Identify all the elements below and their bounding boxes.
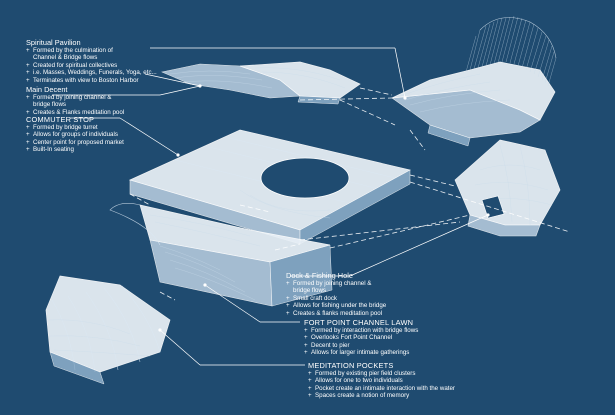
bullet: +Pocket create an intimate interaction w… [308,385,455,392]
bullet: +Allows for groups of individuals [26,131,124,138]
callout-title: Main Decent [26,85,124,94]
bullet: +Formed by interaction with bridge flows [304,327,418,334]
callout-title: Dock & Fishing Hole [286,271,386,280]
bullet-list: +Formed by the culmination of Channel & … [26,47,157,84]
callout-fort-point-lawn: FORT POINT CHANNEL LAWN +Formed by inter… [304,318,418,357]
bullet: +Formed by existing pier field clusters [308,370,455,377]
bullet: +Spaces create a notion of memory [308,392,455,399]
bullet-list: +Formed by interaction with bridge flows… [304,327,418,357]
dock-fishing-hole-model [455,140,560,236]
bullet: +Overlooks Fort Point Channel [304,334,418,341]
bullet: +Allows for one to two individuals [308,377,455,384]
bullet: bridge flows [26,101,124,108]
bullet-list: +Formed by bridge turret +Allows for gro… [26,124,124,154]
bullet: +Created for spiritual collectives [26,62,157,69]
bullet: +Formed by joining channel & [26,94,124,101]
callout-spiritual-pavilion: Spiritual Pavilion +Formed by the culmin… [26,38,157,84]
bullet-list: +Formed by joining channel & bridge flow… [26,94,124,116]
bullet: +i.e. Masses, Weddings, Funerals, Yoga, … [26,69,157,76]
callout-meditation-pockets: MEDITATION POCKETS +Formed by existing p… [308,361,455,400]
bullet-list: +Formed by joining channel & bridge flow… [286,280,386,317]
callout-title: MEDITATION POCKETS [308,361,455,370]
bullet: +Formed by joining channel & [286,280,386,287]
bullet: +Formed by bridge turret [26,124,124,131]
bullet-list: +Formed by existing pier field clusters … [308,370,455,400]
bullet: +Allows for larger intimate gatherings [304,349,418,356]
spiritual-pavilion-model [392,16,556,146]
bullet: +Creates & flanks meditation pool [286,310,386,317]
bullet: Channel & Bridge flows [26,54,157,61]
main-decent-model [162,62,360,104]
callout-title: COMMUTER STOP [26,115,124,124]
bullet: +Built-In seating [26,146,124,153]
bullet: +Terminates with view to Boston Harbor [26,77,157,84]
bullet: +Center point for proposed market [26,139,124,146]
callout-main-decent: Main Decent +Formed by joining channel &… [26,85,124,116]
bullet: +Formed by the culmination of [26,47,157,54]
bullet: +Allows for fishing under the bridge [286,302,386,309]
bullet: bridge flows [286,287,386,294]
callout-title: Spiritual Pavilion [26,38,157,47]
bullet: +Decent to pier [304,342,418,349]
meditation-pockets-model [46,276,170,384]
bullet: +Small craft dock [286,295,386,302]
callout-dock-fishing-hole: Dock & Fishing Hole +Formed by joining c… [286,271,386,317]
callout-title: FORT POINT CHANNEL LAWN [304,318,418,327]
callout-commuter-stop: COMMUTER STOP +Formed by bridge turret +… [26,115,124,154]
